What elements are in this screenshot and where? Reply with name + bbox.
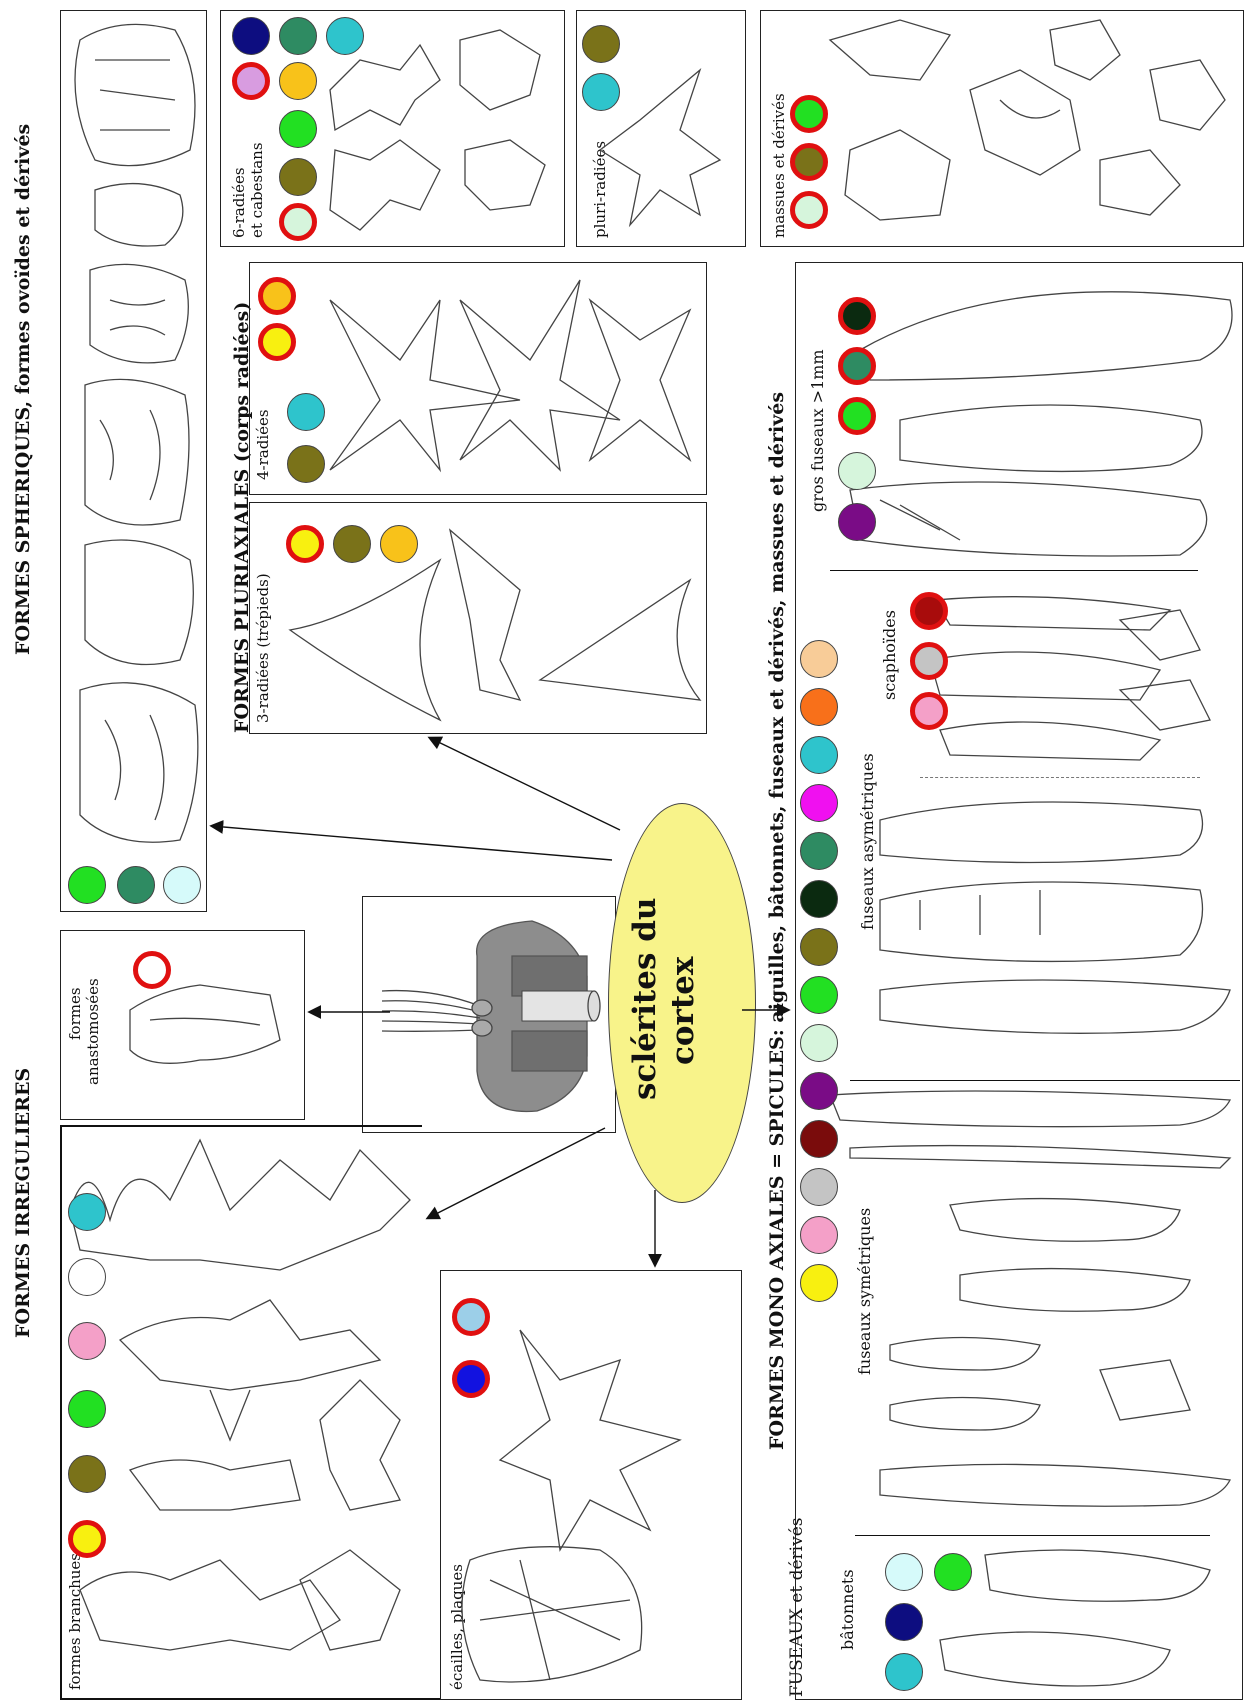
box-mono	[795, 262, 1243, 1700]
dot-ecailles-blue	[452, 1360, 490, 1398]
dot-massue-mint	[790, 191, 828, 229]
center-ellipse	[608, 803, 756, 1203]
dot-hexa-cyan	[326, 17, 364, 55]
dot-scaph-pink	[910, 692, 948, 730]
box-ecailles	[440, 1270, 742, 1700]
dot-anasto-empty	[133, 951, 171, 989]
dot-mono-gray	[800, 1168, 838, 1206]
dot-mono-teal	[800, 832, 838, 870]
dot-massue-olive	[790, 143, 828, 181]
dot-gros-darkgreen	[838, 297, 876, 335]
dot-bat-cyan	[885, 1653, 923, 1691]
irregular-bottom-rule	[60, 1698, 440, 1700]
dot-hexa-mint	[279, 203, 317, 241]
box-pluri	[576, 10, 746, 247]
dot-mono-green	[800, 976, 838, 1014]
dot-mono-orange	[800, 688, 838, 726]
dot-spheriques-teal	[117, 866, 155, 904]
dot-hexa-navy	[232, 17, 270, 55]
dot-quatre-gold	[258, 277, 296, 315]
dot-irr-olive	[68, 1455, 106, 1493]
dot-hexa-teal	[279, 17, 317, 55]
dot-massue-green	[790, 95, 828, 133]
dot-bat-lightcyan	[885, 1553, 923, 1591]
dot-trois-gold	[380, 525, 418, 563]
separator-batonnets	[855, 1535, 1210, 1537]
dot-irr-pink	[68, 1322, 106, 1360]
dot-gros-green	[838, 397, 876, 435]
irregular-left-rule	[60, 1125, 62, 1700]
separator-sym	[850, 1080, 1240, 1082]
dot-irr-yellow	[68, 1520, 106, 1558]
dot-mono-maroon	[800, 1120, 838, 1158]
dot-hexa-gold	[279, 62, 317, 100]
separator-scaph	[920, 777, 1200, 778]
dot-gros-purple	[838, 503, 876, 541]
dot-bat-navy	[885, 1603, 923, 1641]
dot-quatre-olive	[287, 445, 325, 483]
irregular-top-rule	[60, 1125, 422, 1127]
box-anasto	[60, 930, 305, 1120]
box-spheriques	[60, 10, 207, 912]
dot-hexa-olive	[279, 158, 317, 196]
dot-mono-peach	[800, 640, 838, 678]
dot-mono-mint	[800, 1024, 838, 1062]
dot-trois-olive	[333, 525, 371, 563]
box-hexa	[220, 10, 565, 247]
dot-pluri-olive	[582, 25, 620, 63]
dot-ecailles-skyblue	[452, 1298, 490, 1336]
dot-hexa-green	[279, 110, 317, 148]
dot-irr-white	[68, 1258, 106, 1296]
dot-pluri-cyan	[582, 73, 620, 111]
box-massue	[760, 10, 1244, 247]
dot-gros-teal	[838, 347, 876, 385]
dot-mono-pink	[800, 1216, 838, 1254]
dot-quatre-yellow	[258, 323, 296, 361]
dot-scaph-darkred	[910, 592, 948, 630]
dot-mono-cyan	[800, 736, 838, 774]
dot-scaph-gray	[910, 642, 948, 680]
dot-mono-magenta	[800, 784, 838, 822]
dot-irr-green	[68, 1390, 106, 1428]
dot-spheriques-green	[68, 866, 106, 904]
dot-mono-purple	[800, 1072, 838, 1110]
dot-hexa-lilac	[232, 62, 270, 100]
dot-mono-olive	[800, 928, 838, 966]
dot-bat-green	[934, 1553, 972, 1591]
dot-spheriques-lightcyan	[163, 866, 201, 904]
separator-gros	[830, 570, 1198, 572]
dot-trois-yellow	[286, 525, 324, 563]
dot-quatre-cyan	[287, 393, 325, 431]
dot-irr-cyan	[68, 1193, 106, 1231]
gorgonian-specimen-image	[381, 920, 601, 1113]
box-quatre	[249, 262, 707, 495]
dot-mono-yellow	[800, 1264, 838, 1302]
dot-mono-darkgreen	[800, 880, 838, 918]
dot-gros-mint	[838, 452, 876, 490]
box-trois	[249, 502, 707, 734]
